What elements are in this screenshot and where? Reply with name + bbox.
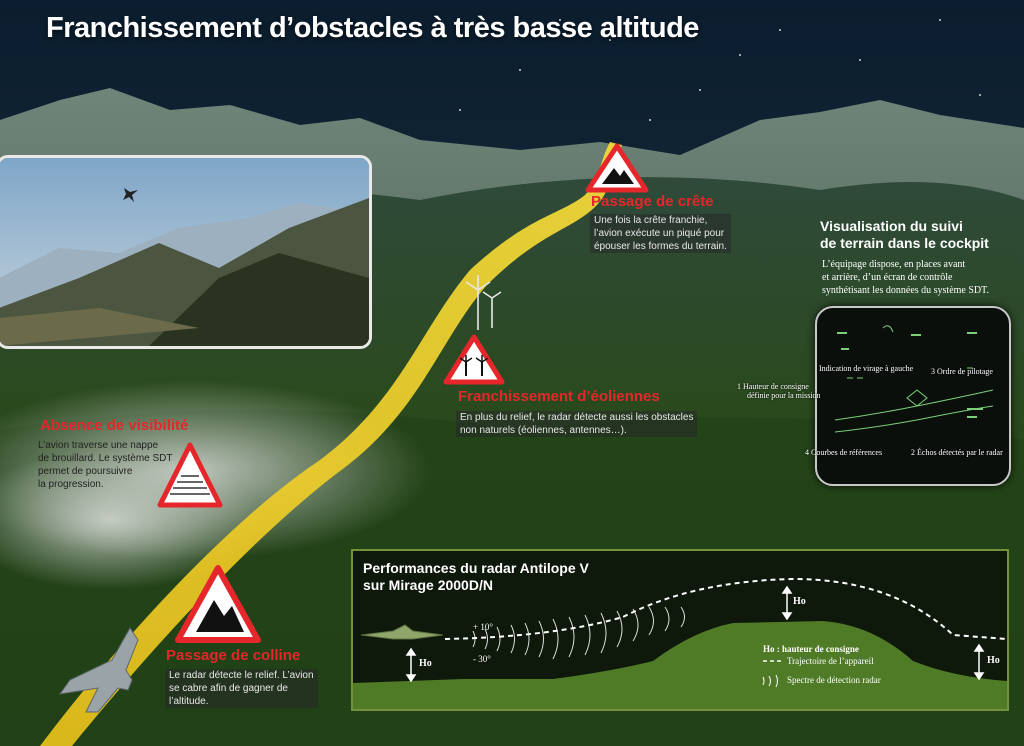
wind-turbines [465,275,502,330]
flight-trajectory [40,142,622,746]
hud-label-virage: Indication de virage à gauche [819,364,914,373]
warning-sign-colline [175,565,261,643]
callout-eoliennes-heading: Franchissement d’éoliennes [458,388,660,405]
callout-colline-text: Le radar détecte le relief. L’avion se c… [165,669,318,708]
legend-trajectoire: Trajectoire de l’appareil [787,656,874,666]
cockpit-display: Indication de virage à gauche 3 Ordre de… [737,306,1011,486]
angle-down-label: - 30° [473,654,491,664]
cockpit-description: L’équipage dispose, en places avant et a… [822,259,990,296]
callout-visibilite-text: L’avion traverse une nappe de brouillard… [38,440,173,490]
page-title: Franchissement d’obstacles à très basse … [46,12,699,44]
ho-label-left: Ho [419,658,432,669]
callout-crete-text: Une fois la crête franchie, l’avion exéc… [590,214,731,253]
hud-label-echos: 2 Échos détectés par le radar [911,448,1003,457]
jet-aircraft [58,627,139,713]
legend-spectre: Spectre de détection radar [787,675,881,685]
hud-label-hauteur: 1 Hauteur de consigne définie pour la mi… [737,382,821,400]
cockpit-title: Visualisation du suivi de terrain dans l… [820,218,989,251]
radar-performance-panel: Performances du radar Antilope V sur Mir… [351,549,1009,711]
ho-label-right: Ho [987,655,1000,666]
hud-label-ordre: 3 Ordre de pilotage [931,367,993,376]
legend-ho: Ho : hauteur de consigne [763,644,859,654]
radar-title: Performances du radar Antilope V sur Mir… [363,560,589,593]
stars [459,19,981,121]
callout-visibilite-heading: Absence de visibilité [40,417,189,434]
warning-sign-crete [585,143,649,193]
ho-label-top: Ho [793,596,806,607]
warning-sign-eoliennes [443,334,505,385]
warning-sign-visibilite [157,442,223,508]
photo-inset [0,155,372,349]
callout-crete-heading: Passage de crête [591,193,714,210]
callout-colline-heading: Passage de colline [166,647,301,664]
angle-up-label: + 10° [473,622,493,632]
hud-label-courbes: 4 Courbes de références [805,448,883,457]
callout-eoliennes-text: En plus du relief, le radar détecte auss… [456,411,698,437]
